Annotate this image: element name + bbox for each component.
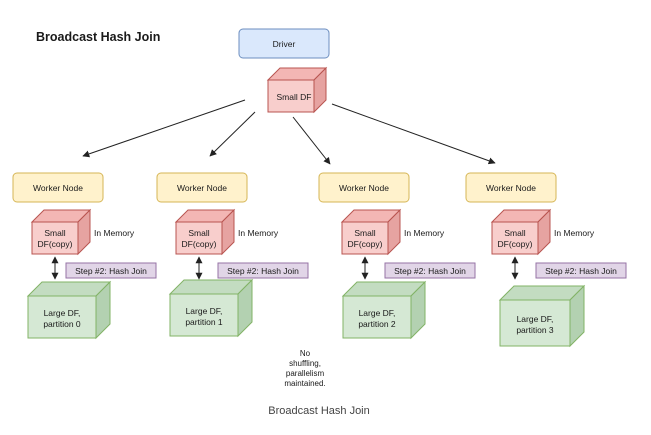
worker-node-box: Worker Node	[318, 172, 410, 203]
driver-label: Driver	[273, 39, 296, 49]
hash-join-step-rect	[217, 262, 309, 279]
small-df-copy-line-1: DF(copy)	[182, 239, 217, 249]
no-shuffle-note: No shuffling, parallelism maintained.	[284, 349, 325, 388]
large-df-cube	[26, 280, 112, 340]
large-df-line-1: partition 3	[516, 325, 554, 335]
large-df-cube	[498, 284, 586, 348]
worker-node-rect	[465, 172, 557, 203]
note-line-1: shuffling,	[289, 359, 321, 368]
broadcast-arrow-3	[331, 103, 496, 165]
large-df-cube	[341, 280, 427, 340]
small-df-copy-line-0: Small	[354, 228, 375, 238]
diagram-title: Broadcast Hash Join	[36, 30, 160, 44]
large-df-partition: Large DF,partition 0	[26, 280, 112, 340]
hash-join-step-box: Step #2: Hash Join	[384, 262, 476, 279]
small-df-copy-line-1: DF(copy)	[38, 239, 73, 249]
large-df-line-0: Large DF,	[44, 308, 81, 318]
worker-node-box: Worker Node	[12, 172, 104, 203]
small-df-cube: Small DF	[266, 66, 328, 114]
figure-caption: Broadcast Hash Join	[268, 405, 370, 417]
large-df-cube-front	[499, 299, 571, 347]
in-memory-label: In Memory	[554, 228, 595, 238]
large-df-line-1: partition 1	[185, 317, 223, 327]
broadcast-arrow-0	[82, 99, 246, 158]
small-df-copy-line-1: DF(copy)	[498, 239, 533, 249]
small-df-copy-cube-front	[31, 221, 79, 255]
large-df-line-1: partition 2	[358, 319, 396, 329]
large-df-line-0: Large DF,	[517, 314, 554, 324]
hash-join-step-label: Step #2: Hash Join	[227, 266, 299, 276]
hash-join-step-rect	[384, 262, 476, 279]
hash-join-step-label: Step #2: Hash Join	[394, 266, 466, 276]
worker-node-label: Worker Node	[486, 183, 536, 193]
small-df-copy-cube	[490, 208, 552, 256]
broadcast-arrow-2	[292, 116, 331, 165]
hash-join-step-box: Step #2: Hash Join	[535, 262, 627, 279]
small-df-copy-cube-front	[175, 221, 223, 255]
small-df-copy-cube-front	[341, 221, 389, 255]
large-df-partition: Large DF,partition 3	[498, 284, 586, 348]
in-memory-label: In Memory	[94, 228, 135, 238]
worker-node-rect	[318, 172, 410, 203]
broadcast-arrows	[82, 99, 496, 165]
note-line-0: No	[300, 349, 311, 358]
worker-node-box: Worker Node	[156, 172, 248, 203]
small-df-copy-cube	[30, 208, 92, 256]
small-df-copy-line-0: Small	[504, 228, 525, 238]
broadcast-arrow-1	[209, 111, 256, 157]
small-df-copy-cube	[174, 208, 236, 256]
small-df-copy-line-0: Small	[44, 228, 65, 238]
large-df-line-1: partition 0	[43, 319, 81, 329]
small-df-cube-shape-front	[267, 79, 315, 113]
hash-join-step-label: Step #2: Hash Join	[545, 266, 617, 276]
hash-join-step-rect	[535, 262, 627, 279]
small-df-copy-cube-front	[491, 221, 539, 255]
worker-node-rect	[12, 172, 104, 203]
worker-node-box: Worker Node	[465, 172, 557, 203]
small-df-copy-cube	[340, 208, 402, 256]
worker-node-rect	[156, 172, 248, 203]
hash-join-step-rect	[65, 262, 157, 279]
in-memory-label: In Memory	[404, 228, 445, 238]
large-df-cube-front	[342, 295, 412, 339]
large-df-line-0: Large DF,	[359, 308, 396, 318]
hash-join-step-box: Step #2: Hash Join	[217, 262, 309, 279]
large-df-partition: Large DF,partition 1	[168, 278, 254, 338]
note-line-3: maintained.	[284, 379, 325, 388]
note-line-2: parallelism	[286, 369, 325, 378]
small-df-copy-line-0: Small	[188, 228, 209, 238]
small-df-cube-shape	[266, 66, 328, 114]
large-df-partition: Large DF,partition 2	[341, 280, 427, 340]
in-memory-label: In Memory	[238, 228, 279, 238]
small-df-label: Small DF	[277, 92, 312, 102]
driver-box: Driver	[238, 28, 330, 59]
worker-node-label: Worker Node	[177, 183, 227, 193]
large-df-cube	[168, 278, 254, 338]
large-df-line-0: Large DF,	[186, 306, 223, 316]
hash-join-step-label: Step #2: Hash Join	[75, 266, 147, 276]
worker-node-label: Worker Node	[339, 183, 389, 193]
large-df-cube-front	[27, 295, 97, 339]
worker-node-label: Worker Node	[33, 183, 83, 193]
hash-join-step-box: Step #2: Hash Join	[65, 262, 157, 279]
small-df-copy-line-1: DF(copy)	[348, 239, 383, 249]
large-df-cube-front	[169, 293, 239, 337]
